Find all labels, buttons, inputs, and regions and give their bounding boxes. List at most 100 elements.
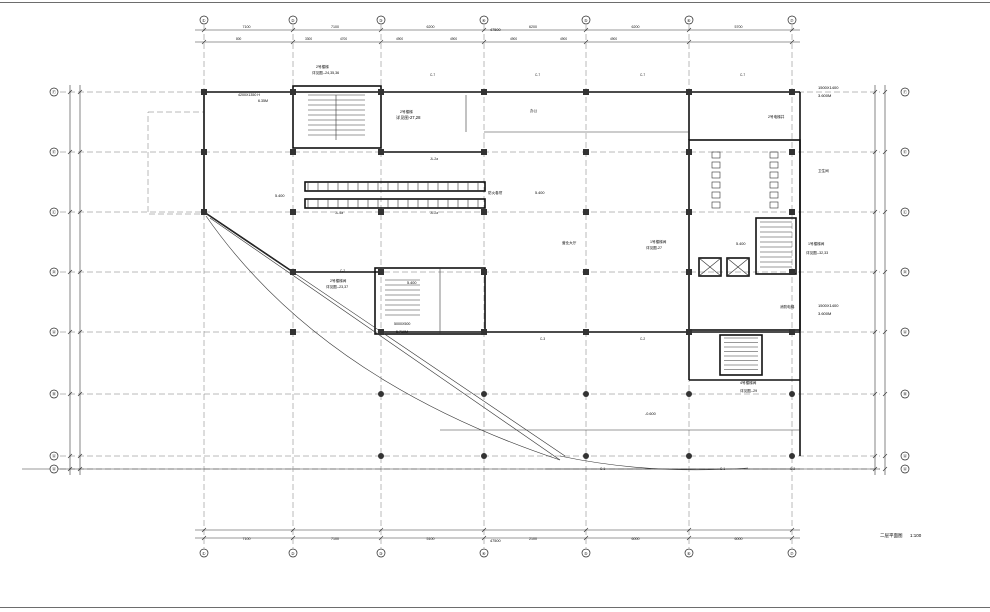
structural-column xyxy=(686,209,692,215)
dimension-tick xyxy=(872,391,878,397)
window-top-height: 3.600M xyxy=(818,93,831,98)
bottom-frame-line xyxy=(0,607,990,608)
dimension-tick xyxy=(290,527,296,533)
beam-label: C-3 xyxy=(540,337,545,341)
dimension-tick xyxy=(882,149,888,155)
dimension-tick xyxy=(378,39,384,45)
axis-bubble xyxy=(49,267,59,277)
axis-bubble-label: ② xyxy=(291,551,295,556)
structural-column xyxy=(481,453,487,459)
dimension-tick xyxy=(481,535,487,541)
beam-label: C-2 xyxy=(340,269,345,273)
structural-column xyxy=(290,149,296,155)
top-dimension: 5700 xyxy=(735,25,743,29)
structural-column xyxy=(789,149,795,155)
dimension-tick xyxy=(686,527,692,533)
elevator-cross xyxy=(726,257,750,277)
axis-bubble-label: ⑤ xyxy=(584,18,588,23)
structural-column xyxy=(378,329,384,335)
structural-column xyxy=(378,453,384,459)
structural-column xyxy=(686,89,692,95)
axis-bubble xyxy=(900,451,910,461)
escalator-band xyxy=(304,198,486,209)
beam-label: C-2 xyxy=(640,337,645,341)
dimension-tick xyxy=(789,39,795,45)
stair-left-dim: 5000X500 xyxy=(394,322,410,326)
bottom-total-dim: 47500 xyxy=(490,539,501,543)
dimension-tick xyxy=(583,39,589,45)
dimension-tick xyxy=(67,149,73,155)
window-top-dim: 1500X1400 xyxy=(818,85,839,90)
axis-bubble-label: Ⓓ xyxy=(903,269,907,275)
bottom-dimension: 6000 xyxy=(632,537,640,541)
drawing-scale: 1:100 xyxy=(910,533,922,538)
structural-column xyxy=(290,209,296,215)
axis-bubble xyxy=(900,389,910,399)
bottom-dimension: 7100 xyxy=(331,537,339,541)
dimension-tick xyxy=(201,39,207,45)
axis-bubble-label: Ⓑ xyxy=(52,391,56,397)
dimension-tick xyxy=(789,27,795,33)
axis-bubble-label: Ⓕ xyxy=(903,89,907,95)
dimension-tick xyxy=(290,535,296,541)
axis-bubble-label: Ⓐ xyxy=(52,466,56,472)
axis-bubble xyxy=(479,548,489,558)
axis-bubble xyxy=(49,327,59,337)
toilet-fixture xyxy=(711,151,721,159)
stair-mid-label: 2号楼梯 xyxy=(400,109,413,114)
dimension-tick xyxy=(290,27,296,33)
beam-label: C-1 xyxy=(600,467,605,471)
drawing-title: 二层平面图 xyxy=(880,533,903,539)
axis-bubble-label: Ⓐ xyxy=(903,329,907,335)
structural-column xyxy=(789,391,795,397)
structural-column xyxy=(583,453,589,459)
structural-column xyxy=(201,89,207,95)
elevator-car xyxy=(726,257,750,277)
axis-bubble-label: ④ xyxy=(482,18,486,23)
toilet-fixture xyxy=(769,201,779,209)
structural-column xyxy=(789,89,795,95)
beam-label: C-7 xyxy=(535,73,540,77)
elevator-cross xyxy=(698,257,722,277)
top-subdimension: 4900 xyxy=(510,37,517,41)
bottom-dimension: 6000 xyxy=(735,537,743,541)
dimension-tick xyxy=(77,453,83,459)
dimension-tick xyxy=(789,535,795,541)
axis-bubble-label: ⑥ xyxy=(687,18,691,23)
axis-bubble-label: ⑥ xyxy=(687,551,691,556)
entrance-arc xyxy=(205,215,561,461)
axis-bubble xyxy=(787,15,797,25)
axis-bubble-label: Ⓐ xyxy=(903,453,907,459)
dimension-tick xyxy=(201,527,207,533)
structural-column xyxy=(378,89,384,95)
structural-column xyxy=(290,89,296,95)
dimension-tick xyxy=(882,391,888,397)
dimension-tick xyxy=(481,39,487,45)
dimension-tick xyxy=(77,89,83,95)
axis-bubble xyxy=(49,147,59,157)
dimension-tick xyxy=(882,209,888,215)
level-mark-right: 5.400 xyxy=(736,242,746,246)
dimension-tick xyxy=(201,535,207,541)
hall-label: 营业大厅 xyxy=(562,240,577,245)
structural-column xyxy=(290,329,296,335)
structural-column xyxy=(789,269,795,275)
axis-bubble xyxy=(376,15,386,25)
structural-column xyxy=(378,391,384,397)
stair-top-code: 详见图--24,35,36 xyxy=(312,70,339,75)
dimension-tick xyxy=(882,329,888,335)
stair-enclosure xyxy=(719,334,763,376)
structural-column xyxy=(481,149,487,155)
dimension-tick xyxy=(882,466,888,472)
stair-enclosure xyxy=(292,85,382,149)
structural-column xyxy=(481,209,487,215)
toilet-fixture xyxy=(769,171,779,179)
stair-top-height: 6.35M xyxy=(258,99,268,103)
dimension-tick xyxy=(686,535,692,541)
dimension-tick xyxy=(67,453,73,459)
dimension-tick xyxy=(481,527,487,533)
dimension-tick xyxy=(882,453,888,459)
dimension-tick xyxy=(686,39,692,45)
axis-bubble xyxy=(49,464,59,474)
stair-right2-code: 详见图--32,33 xyxy=(806,250,828,255)
